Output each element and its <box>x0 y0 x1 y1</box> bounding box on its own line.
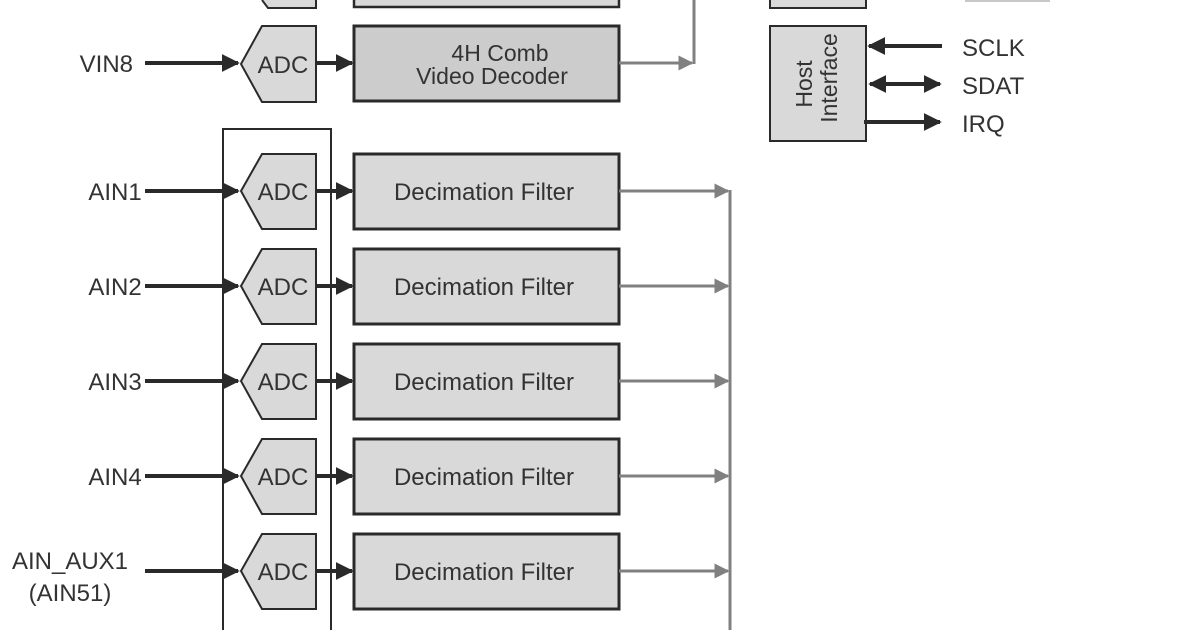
video-adc-block <box>239 25 317 103</box>
clipped-text-remnant <box>965 0 1050 2</box>
channel-input-label: AIN_AUX1 <box>12 548 128 575</box>
clipped-adc-block <box>261 0 317 9</box>
channel-input-label: AIN4 <box>88 464 141 491</box>
clipped-top-row <box>261 0 1050 9</box>
decimation-filter-label: Decimation Filter <box>394 369 574 396</box>
adc-label: ADC <box>258 559 309 586</box>
decimation-filter-label: Decimation Filter <box>394 464 574 491</box>
irq-label: IRQ <box>962 111 1005 138</box>
decimation-filter-block <box>352 152 621 231</box>
decimation-filter-label: Decimation Filter <box>394 559 574 586</box>
host-interface: Host Interface SCLK SDAT IRQ <box>769 25 1025 142</box>
channel-input-label: AIN2 <box>88 274 141 301</box>
adc-label: ADC <box>258 369 309 396</box>
sclk-label: SCLK <box>962 35 1025 62</box>
channel-input-label: AIN3 <box>88 369 141 396</box>
decoder-label-line1: 4H Comb <box>451 40 548 66</box>
decoder-label-line2: Video Decoder <box>416 63 568 89</box>
decimation-filter-label: Decimation Filter <box>394 274 574 301</box>
adc-block <box>239 533 317 610</box>
clipped-right-block <box>769 0 867 9</box>
vin8-label: VIN8 <box>80 51 133 78</box>
adc-label: ADC <box>258 464 309 491</box>
host-interface-block <box>769 25 867 142</box>
decimation-filter-block <box>352 342 621 421</box>
adc-label: ADC <box>258 179 309 206</box>
clipped-block <box>352 0 621 9</box>
host-label-line2: Interface <box>816 33 842 123</box>
decimation-filter-block <box>352 437 621 516</box>
adc-block <box>239 438 317 515</box>
decimation-filter-block <box>352 247 621 326</box>
adc-block <box>239 248 317 325</box>
channel-input-label-line2: (AIN51) <box>29 580 112 607</box>
decimation-filter-block <box>352 532 621 611</box>
video-path: VIN8 ADC 4H Comb Video Decoder <box>80 0 696 103</box>
adc-block <box>239 153 317 230</box>
video-adc-label: ADC <box>258 52 309 79</box>
channel-input-label: AIN1 <box>88 179 141 206</box>
sdat-label: SDAT <box>962 73 1025 100</box>
decimation-filter-label: Decimation Filter <box>394 179 574 206</box>
host-label-line1: Host <box>791 60 817 108</box>
comb-video-decoder-block <box>352 24 621 103</box>
adc-block <box>239 343 317 420</box>
adc-label: ADC <box>258 274 309 301</box>
